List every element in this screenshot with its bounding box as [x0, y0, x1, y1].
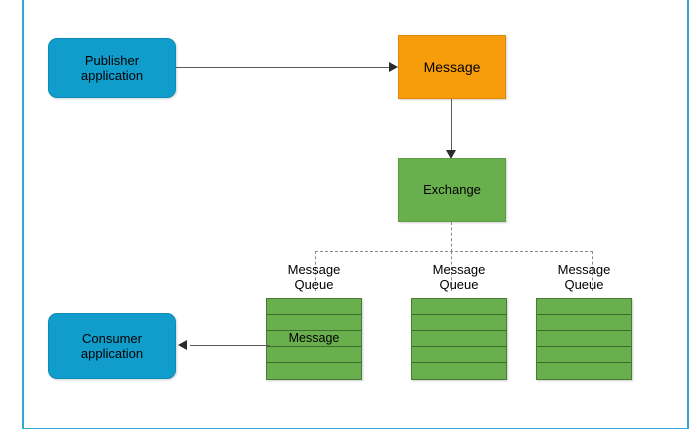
queue-cell[interactable] [412, 298, 506, 315]
page-frame-left-rule [22, 0, 24, 429]
queue-cell[interactable] [412, 346, 506, 363]
connector-message-to-exchange [451, 99, 453, 151]
dashed-connector-bus [315, 251, 593, 252]
arrowhead-to-exchange-icon [446, 150, 456, 159]
exchange-label: Exchange [423, 182, 481, 198]
message-queue-2-label-line1: Message [432, 262, 486, 277]
message-queue-1[interactable]: Message Queue Message [266, 262, 362, 380]
page-frame-bottom-rule [22, 427, 688, 429]
message-queue-1-label: Message Queue [266, 262, 362, 293]
message-queue-1-stack: Message [266, 297, 362, 380]
queue-cell[interactable]: Message [267, 330, 361, 347]
message-queue-3-label: Message Queue [536, 262, 632, 293]
dashed-connector-exchange-down [451, 222, 452, 252]
connector-queue-to-consumer [190, 345, 270, 347]
exchange-node[interactable]: Exchange [398, 158, 506, 222]
queue-cell[interactable] [267, 362, 361, 379]
page-frame-right-rule [687, 0, 689, 429]
arrowhead-to-message-icon [389, 62, 398, 72]
message-queue-2-stack [411, 297, 507, 380]
message-node[interactable]: Message [398, 35, 506, 99]
publisher-label-line1: Publisher [84, 52, 140, 68]
queue-cell[interactable] [412, 314, 506, 331]
queue-cell[interactable] [412, 330, 506, 347]
connector-publisher-to-message [176, 67, 390, 69]
queue-cell[interactable] [267, 346, 361, 363]
message-label: Message [423, 58, 481, 75]
queue-cell[interactable] [537, 330, 631, 347]
message-queue-1-label-line2: Queue [294, 277, 334, 293]
message-queue-2-label-line2: Queue [439, 277, 479, 293]
publisher-application-node[interactable]: Publisher application [48, 38, 176, 98]
message-queue-3-label-line1: Message [557, 262, 611, 277]
queue-cell[interactable] [537, 346, 631, 363]
queue-cell[interactable] [267, 314, 361, 331]
dashed-connector-to-queue-2 [451, 251, 452, 291]
queue-cell[interactable] [267, 298, 361, 315]
dashed-connector-to-queue-1 [315, 251, 316, 291]
message-queue-3-label-line2: Queue [564, 277, 604, 293]
queue-cell[interactable] [537, 298, 631, 315]
message-queue-2-label: Message Queue [411, 262, 507, 293]
dashed-connector-to-queue-3 [592, 251, 593, 291]
arrowhead-to-consumer-icon [178, 340, 187, 350]
message-queue-3-stack [536, 297, 632, 380]
publisher-label-line2: application [80, 68, 144, 83]
consumer-label-line1: Consumer [82, 330, 142, 346]
queue-cell[interactable] [412, 362, 506, 379]
consumer-application-node[interactable]: Consumer application [48, 313, 176, 379]
consumer-label-line2: application [80, 346, 144, 361]
message-queue-3[interactable]: Message Queue [536, 262, 632, 380]
message-queue-1-label-line1: Message [287, 262, 341, 277]
queue-cell[interactable] [537, 362, 631, 379]
queue-cell[interactable] [537, 314, 631, 331]
message-queue-2[interactable]: Message Queue [411, 262, 507, 380]
